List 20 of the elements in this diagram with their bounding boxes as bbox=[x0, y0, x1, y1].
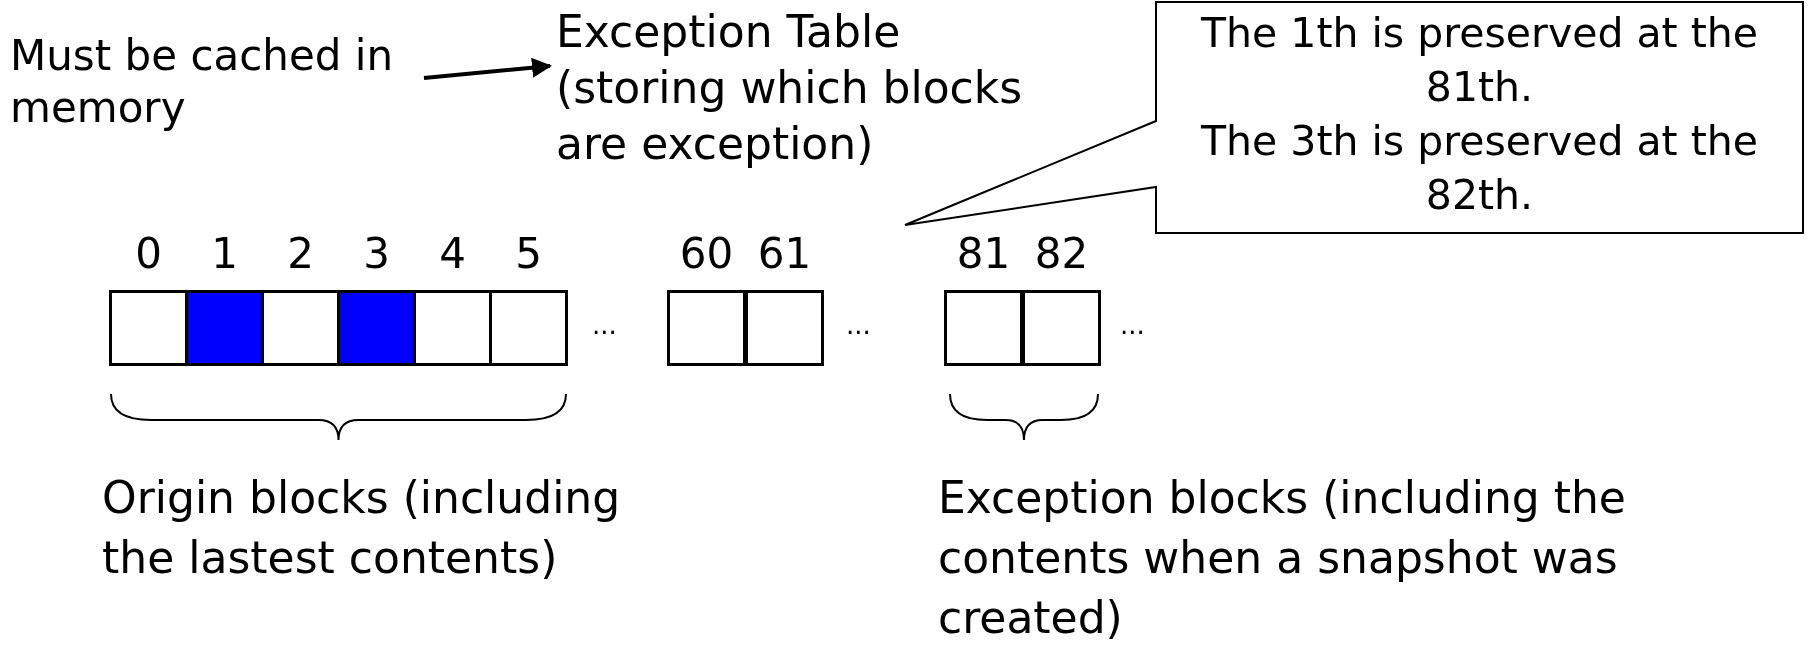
caption-text: Origin blocks (including the lastest contents) bbox=[102, 471, 622, 585]
block-number: 61 bbox=[756, 229, 813, 279]
callout-text: The 3th is preserved at the 82th. bbox=[1200, 116, 1759, 221]
arrow bbox=[423, 57, 552, 80]
block-number: 2 bbox=[286, 229, 315, 279]
block-number: 1 bbox=[210, 229, 239, 279]
block-number: 60 bbox=[678, 229, 735, 279]
block-number: 81 bbox=[955, 229, 1012, 279]
callout-text: The 1th is preserved at the 81th. bbox=[1200, 8, 1759, 113]
block-number: 0 bbox=[134, 229, 163, 279]
heading-text: Exception Table (storing which blocks are exception) bbox=[556, 5, 1024, 171]
ellipsis: ... bbox=[1120, 309, 1145, 342]
block-number: 3 bbox=[362, 229, 391, 279]
ellipsis: ... bbox=[592, 309, 617, 342]
block-number: 5 bbox=[514, 229, 543, 279]
caption-text: Exception blocks (including the contents when a snapshot was created) bbox=[938, 471, 1627, 645]
note-text: Must be cached in memory bbox=[10, 30, 395, 134]
block-number: 82 bbox=[1033, 229, 1090, 279]
ellipsis: ... bbox=[846, 309, 871, 342]
block-number: 4 bbox=[438, 229, 467, 279]
